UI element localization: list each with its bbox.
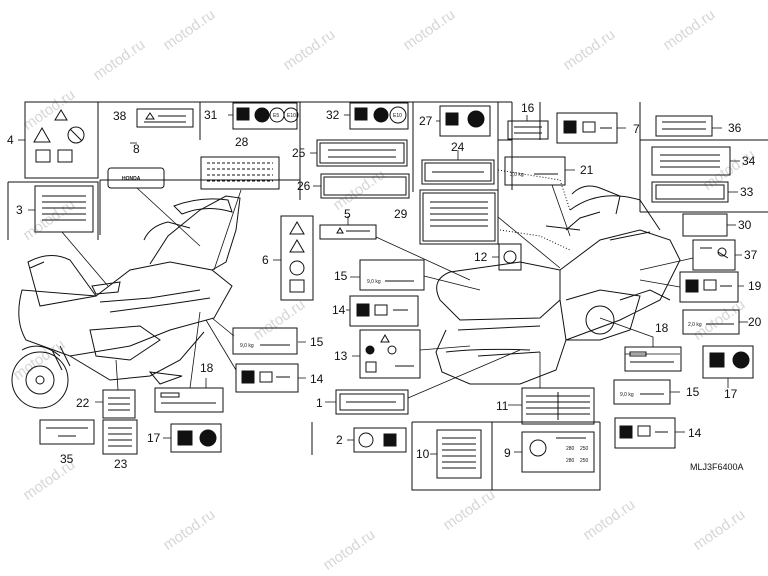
sticker-weight-text: 9,0 kg [367, 279, 381, 285]
sticker-pressure-text: 280 [566, 446, 575, 452]
callout-15: 15 [334, 269, 348, 283]
callout-5: 5 [344, 207, 351, 221]
callout-15: 15 [310, 335, 324, 349]
callout-28: 28 [235, 135, 249, 149]
callout-14: 14 [688, 426, 702, 440]
callout-27: 27 [419, 114, 433, 128]
sticker-pressure-text: 250 [580, 458, 589, 464]
callout-4: 4 [7, 133, 14, 147]
sticker-weight-text: 9,0 kg [240, 343, 254, 349]
callout-24: 24 [451, 140, 465, 154]
diagram-code: MLJ3F6400A [690, 462, 744, 472]
motorcycle-right-view [435, 169, 681, 385]
callout-35: 35 [60, 452, 74, 466]
callout-21: 21 [580, 163, 594, 177]
sticker-honda-text: HONDA [122, 176, 141, 182]
callout-22: 22 [76, 396, 90, 410]
callout-6: 6 [262, 253, 269, 267]
callout-12: 12 [474, 250, 488, 264]
sticker-weight-text: 3,0 kg [510, 172, 524, 178]
callout-18: 18 [655, 321, 669, 335]
callout-20: 20 [748, 315, 762, 329]
callout-33: 33 [740, 185, 754, 199]
callout-10: 10 [416, 447, 430, 461]
callout-9: 9 [504, 446, 511, 460]
motorcycle-left-view [11, 195, 241, 409]
callout-11: 11 [496, 399, 509, 413]
callout-1: 1 [316, 396, 323, 410]
callout-16: 16 [521, 101, 535, 115]
callout-34: 34 [742, 154, 756, 168]
callout-30: 30 [738, 218, 752, 232]
callout-32: 32 [326, 108, 340, 122]
callout-7: 7 [633, 122, 640, 136]
label-4-sticker [24, 101, 99, 179]
sticker-pressure-text: 280 [566, 458, 575, 464]
callout-17: 17 [147, 431, 161, 445]
callout-14: 14 [310, 372, 324, 386]
callout-37: 37 [744, 248, 758, 262]
callout-8: 8 [133, 142, 140, 156]
callout-23: 23 [114, 457, 128, 471]
callout-3: 3 [16, 203, 23, 217]
sticker-weight-text: 9,0 kg [620, 392, 634, 398]
sticker-e5-text: E5 [273, 113, 279, 119]
callout-13: 13 [334, 349, 348, 363]
sticker-e10-text: E10 [287, 113, 296, 119]
callout-2: 2 [336, 433, 343, 447]
sticker-e10b-text: E10 [393, 113, 402, 119]
callout-18: 18 [200, 361, 214, 375]
callout-38: 38 [113, 109, 127, 123]
sticker-weight-text: 2,0 kg [688, 322, 702, 328]
callout-25: 25 [292, 146, 306, 160]
callout-26: 26 [297, 179, 311, 193]
callout-29: 29 [394, 207, 408, 221]
callout-31: 31 [204, 108, 218, 122]
callout-36: 36 [728, 121, 742, 135]
sticker-pressure-text: 250 [580, 446, 589, 452]
callout-14: 14 [332, 303, 346, 317]
callout-15: 15 [686, 385, 700, 399]
callout-17: 17 [724, 387, 738, 401]
callout-19: 19 [748, 279, 762, 293]
